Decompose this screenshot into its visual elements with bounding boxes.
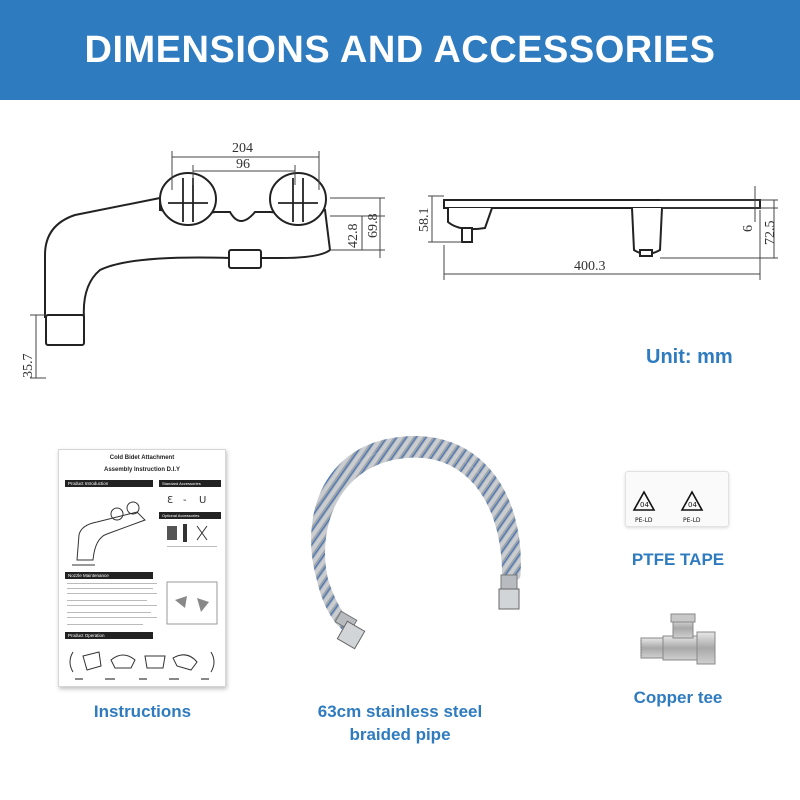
sheet-section-operation: Product Operation	[65, 632, 153, 639]
tape-mark-left: PE-LD	[635, 517, 653, 524]
caption-ptfe-tape: PTFE TAPE	[631, 550, 725, 569]
svg-text:Ɛ: Ɛ	[167, 495, 173, 506]
sheet-title-1: Cold Bidet Attachment	[109, 455, 175, 461]
dim-58-1: 58.1	[417, 208, 432, 233]
page-title: DIMENSIONS AND ACCESSORIES	[84, 28, 716, 71]
svg-text:U: U	[199, 495, 206, 506]
dim-42-8: 42.8	[346, 224, 361, 249]
sheet-bidet-sketch	[72, 501, 146, 566]
pipe-fitting-left	[334, 610, 366, 650]
sheet-section-nozzle: Nozzle Maintenance	[65, 572, 153, 579]
dim-204: 204	[232, 141, 253, 156]
caption-pipe-line1: 63cm stainless steel	[317, 702, 483, 721]
pipe-fitting-right	[498, 574, 520, 610]
dim-6: 6	[741, 225, 756, 232]
braided-pipe-image	[311, 436, 521, 650]
sheet-operation-sketch	[69, 651, 215, 680]
dim-35-7: 35.7	[21, 354, 36, 379]
dim-96: 96	[236, 157, 250, 172]
sheet-title-2: Assembly Instruction D.I.Y	[103, 467, 181, 473]
caption-pipe: 63cm stainless steel braided pipe	[290, 700, 510, 746]
caption-pipe-line2: braided pipe	[349, 725, 451, 744]
tape-code-left: 04	[640, 501, 649, 509]
caption-instructions: Instructions	[93, 702, 192, 721]
tape-mark-right: PE-LD	[683, 517, 701, 524]
sheet-section-intro: Product Introduction	[65, 480, 153, 487]
dim-69-8: 69.8	[366, 214, 381, 239]
sheet-standard-icons: Ɛ - U	[167, 495, 206, 506]
tape-code-right: 04	[688, 501, 697, 509]
instruction-sheet-image: Cold Bidet Attachment Assembly Instructi…	[58, 449, 226, 687]
caption-copper-tee: Copper tee	[633, 688, 723, 707]
copper-tee-image	[640, 613, 716, 665]
sheet-section-standard: Standard Accessories	[159, 480, 221, 487]
sheet-optional-icons	[167, 524, 217, 547]
svg-text:-: -	[183, 495, 187, 506]
ptfe-tape-image: 04 PE-LD 04 PE-LD	[625, 471, 729, 527]
sheet-nozzle-sketch	[166, 581, 218, 625]
dim-400-3: 400.3	[574, 259, 606, 274]
dimension-drawing: 204 96 42.8 69.8 35.7 58.1 400.3 6 72.5	[21, 141, 778, 379]
unit-label: Unit: mm	[646, 346, 733, 368]
recycle-mark-icon: 04 PE-LD 04 PE-LD	[632, 490, 704, 524]
dim-72-5: 72.5	[763, 221, 778, 246]
sheet-section-optional: Optional Accessories	[159, 512, 221, 519]
title-banner: DIMENSIONS AND ACCESSORIES	[0, 0, 800, 100]
